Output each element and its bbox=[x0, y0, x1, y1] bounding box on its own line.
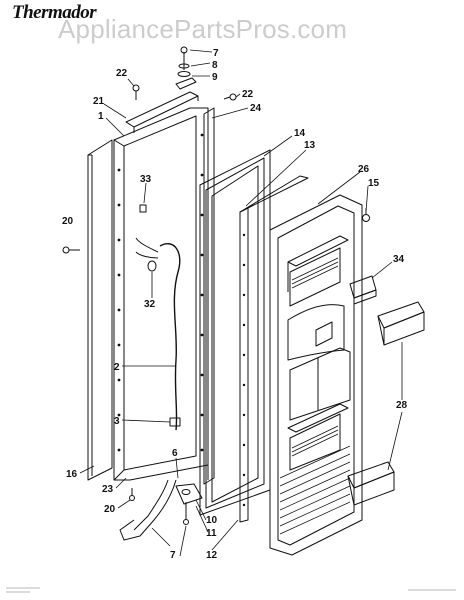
callout-labels: 7 8 9 22 22 21 1 24 14 13 26 15 33 20 32… bbox=[62, 48, 408, 561]
callout-8: 8 bbox=[212, 60, 218, 71]
callout-12: 12 bbox=[206, 550, 218, 561]
screw-icon bbox=[132, 84, 140, 100]
callout-23: 23 bbox=[102, 484, 114, 495]
callout-33: 33 bbox=[140, 174, 152, 185]
door-gasket bbox=[199, 149, 271, 516]
brand-logo: Thermador bbox=[12, 2, 97, 23]
gasket-strip bbox=[203, 107, 215, 485]
callout-20: 20 bbox=[104, 504, 116, 515]
wire-harness bbox=[135, 237, 181, 431]
screw-icon bbox=[129, 488, 135, 501]
callout-9: 9 bbox=[212, 72, 218, 83]
callout-2: 2 bbox=[114, 362, 120, 373]
callout-14: 14 bbox=[294, 128, 306, 139]
callout-3: 3 bbox=[114, 416, 120, 427]
callout-7: 7 bbox=[170, 550, 176, 561]
callout-28: 28 bbox=[396, 400, 408, 411]
leader-lines bbox=[79, 49, 403, 557]
callout-26: 26 bbox=[358, 164, 370, 175]
cup-part bbox=[349, 275, 377, 305]
liner-strip bbox=[239, 175, 309, 523]
callout-32: 32 bbox=[144, 299, 156, 310]
outer-door-panel bbox=[87, 139, 113, 481]
watermark: AppliancePartsPros.com bbox=[58, 14, 348, 44]
hinge-pin-stack bbox=[175, 46, 197, 90]
screw-icon bbox=[223, 93, 237, 101]
door-bin-upper bbox=[377, 301, 425, 346]
door-liner bbox=[269, 194, 363, 556]
callout-16: 16 bbox=[66, 469, 78, 480]
callout-7: 7 bbox=[213, 48, 219, 59]
door-bin-lower bbox=[347, 461, 395, 506]
callout-10: 10 bbox=[206, 515, 218, 526]
wire-connector bbox=[147, 260, 157, 272]
footer-marks bbox=[6, 587, 456, 593]
bottom-hinge-assembly bbox=[119, 479, 203, 541]
callout-11: 11 bbox=[206, 528, 217, 539]
callout-1: 1 bbox=[98, 111, 104, 122]
screw-icon bbox=[62, 246, 80, 254]
top-hinge-bracket bbox=[125, 91, 199, 133]
callout-21: 21 bbox=[93, 96, 105, 107]
callout-6: 6 bbox=[172, 448, 178, 459]
callout-34: 34 bbox=[393, 254, 405, 265]
callout-22: 22 bbox=[116, 68, 128, 79]
callout-13: 13 bbox=[304, 140, 316, 151]
callout-15: 15 bbox=[368, 178, 380, 189]
callout-24: 24 bbox=[250, 103, 262, 114]
clip-part bbox=[139, 204, 147, 213]
callout-20: 20 bbox=[62, 216, 74, 227]
callout-22: 22 bbox=[242, 89, 254, 100]
door-frame bbox=[113, 107, 209, 481]
